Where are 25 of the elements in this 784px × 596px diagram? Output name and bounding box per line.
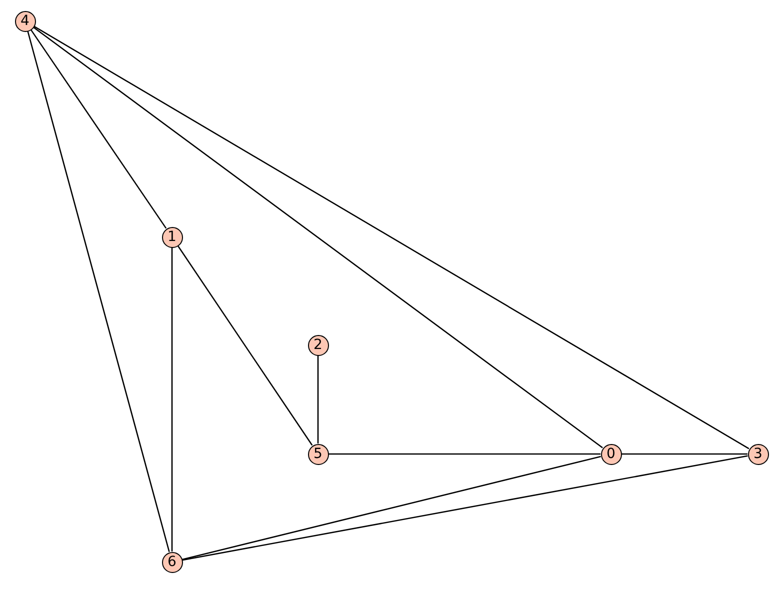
- edge-line: [27, 30, 170, 552]
- edge-line: [171, 248, 173, 552]
- edge-line: [33, 26, 603, 448]
- node-circle: [308, 444, 328, 464]
- node-label: 5: [314, 447, 322, 461]
- edge-line: [30, 29, 167, 229]
- edge-line: [317, 356, 319, 444]
- node-circle: [14, 10, 36, 32]
- node-circle: [748, 444, 768, 464]
- node-label: 0: [606, 447, 616, 461]
- node-label: 1: [168, 230, 176, 244]
- node-circle: [308, 334, 328, 356]
- node-label: 2: [314, 338, 322, 352]
- node-circle: [162, 226, 182, 248]
- edge-line: [34, 26, 750, 450]
- node-label: 6: [168, 555, 176, 569]
- edge-line: [622, 453, 748, 455]
- node-label: 4: [20, 14, 30, 28]
- node-circle: [600, 444, 622, 464]
- node-circle: [162, 552, 182, 572]
- edge-line: [182, 455, 748, 561]
- edge-line: [328, 453, 600, 455]
- edge-line: [177, 245, 313, 446]
- edge-line: [182, 456, 601, 560]
- node-label: 3: [754, 447, 762, 461]
